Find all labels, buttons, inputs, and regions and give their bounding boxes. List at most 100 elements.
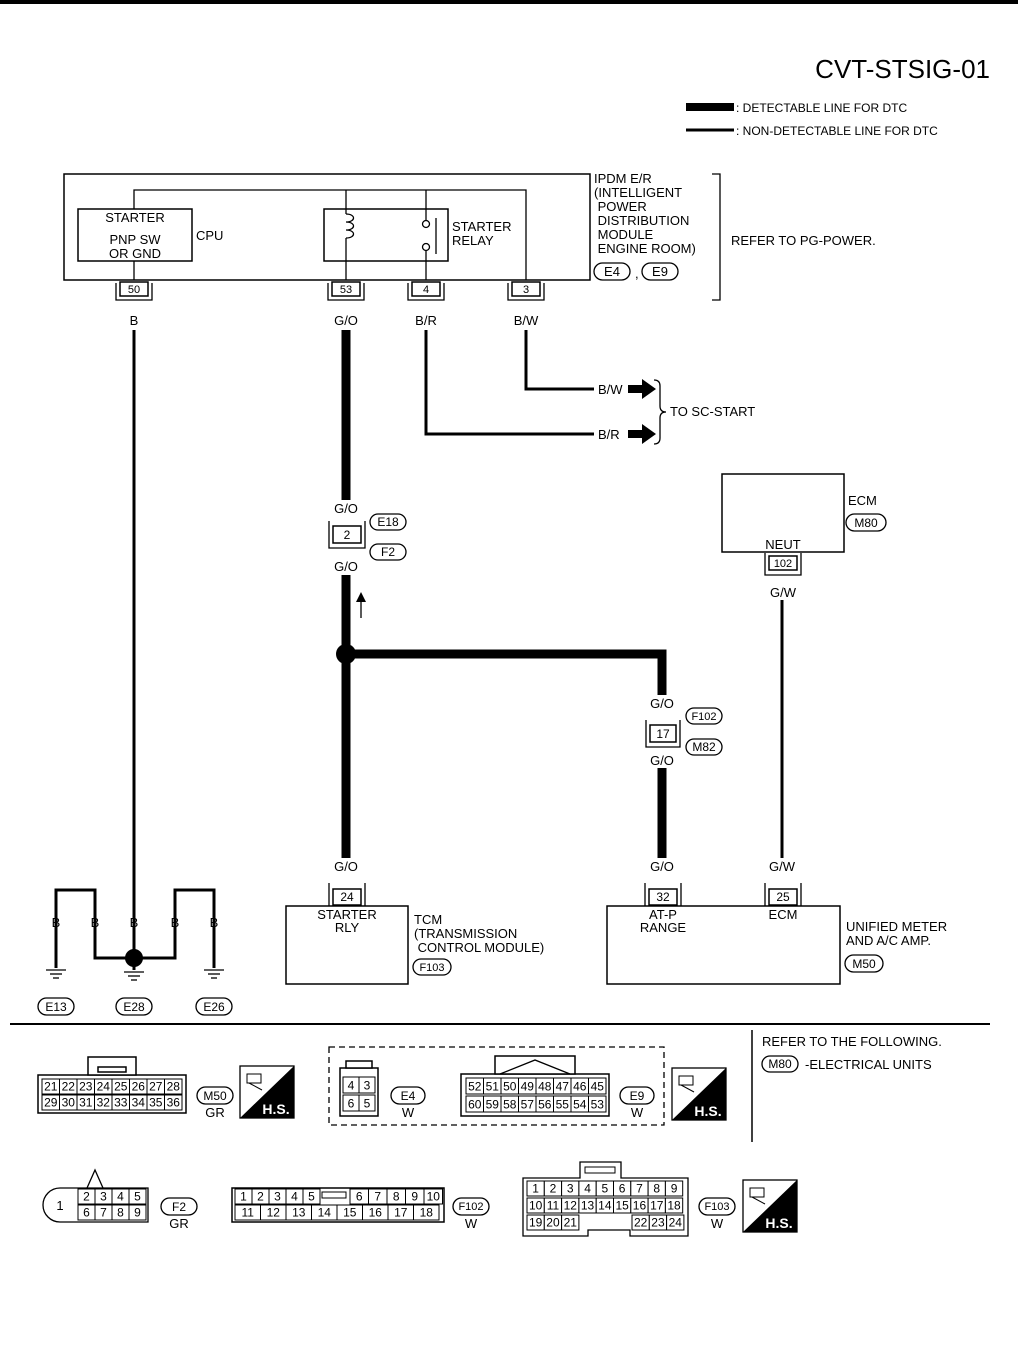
unified-meter-name: AND A/C AMP. xyxy=(846,933,931,948)
pin-4: 4 xyxy=(423,284,429,296)
splice-icon xyxy=(336,644,356,664)
svg-text:ECM: ECM xyxy=(769,907,798,922)
pin-number: 8 xyxy=(117,1206,124,1220)
ipdm-name: DISTRIBUTION xyxy=(594,213,689,228)
hs-icon: H.S. xyxy=(742,1179,798,1233)
svg-text:F102: F102 xyxy=(691,711,716,723)
refer-following: REFER TO THE FOLLOWING. M80 -ELECTRICAL … xyxy=(751,1030,942,1142)
refer-pg-power: REFER TO PG-POWER. xyxy=(731,233,876,248)
starter-relay-label: STARTER xyxy=(452,219,511,234)
pin-cell xyxy=(666,1214,685,1231)
svg-text:G/O: G/O xyxy=(650,696,674,711)
pin-number: 14 xyxy=(598,1199,612,1213)
pin-number: 3 xyxy=(364,1079,371,1093)
svg-text:RLY: RLY xyxy=(335,920,360,935)
ground-icon xyxy=(46,969,66,979)
pin-cell xyxy=(358,1076,376,1094)
svg-text:M80: M80 xyxy=(768,1057,792,1071)
starter-relay-box xyxy=(323,208,449,262)
svg-text:G/O: G/O xyxy=(334,501,358,516)
starter-pnp-text: PNP SW xyxy=(109,232,161,247)
pin-number: 55 xyxy=(556,1098,570,1112)
svg-text:F103: F103 xyxy=(704,1201,729,1213)
pin-number: 20 xyxy=(546,1216,560,1230)
svg-text:E4: E4 xyxy=(401,1089,416,1103)
tcm-name: CONTROL MODULE) xyxy=(414,940,544,955)
connector-tag-e4 xyxy=(390,1086,426,1105)
svg-text:W: W xyxy=(711,1216,724,1231)
sc-start: B/W B/R TO SC-START xyxy=(598,379,755,445)
ipdm-name: IPDM E/R xyxy=(594,171,652,186)
pin-number: 8 xyxy=(393,1190,400,1204)
starter-pnp-text: OR GND xyxy=(109,246,161,261)
pin-number: 13 xyxy=(292,1206,306,1220)
pin-number: 6 xyxy=(348,1097,355,1111)
svg-text:M50: M50 xyxy=(852,957,876,971)
svg-text:-ELECTRICAL UNITS: -ELECTRICAL UNITS xyxy=(805,1057,932,1072)
pin-number: 12 xyxy=(564,1199,578,1213)
pin-number: 4 xyxy=(291,1190,298,1204)
svg-text:H.S.: H.S. xyxy=(694,1103,721,1119)
pin-number: 29 xyxy=(44,1096,58,1110)
legend-non-detectable-text: : NON-DETECTABLE LINE FOR DTC xyxy=(736,124,938,138)
svg-text:B: B xyxy=(171,915,180,930)
svg-text:B: B xyxy=(210,915,219,930)
pin-number: 19 xyxy=(529,1216,543,1230)
pin-number: 2 xyxy=(550,1182,557,1196)
svg-text:F103: F103 xyxy=(419,962,444,974)
wire-color: G/O xyxy=(334,313,358,328)
connector-tag-e28 xyxy=(115,997,153,1016)
dashed-group xyxy=(328,1046,665,1126)
svg-text:102: 102 xyxy=(774,558,792,570)
ipdm-name: (INTELLIGENT xyxy=(594,185,682,200)
connector-tag-f102 xyxy=(685,707,723,725)
pin-cell xyxy=(302,1188,321,1205)
svg-text:GR: GR xyxy=(169,1216,189,1231)
pin-number: 13 xyxy=(581,1199,595,1213)
svg-text:G/O: G/O xyxy=(650,753,674,768)
pin-number: 34 xyxy=(132,1096,146,1110)
pin-number: 21 xyxy=(44,1080,58,1094)
svg-text:STARTER: STARTER xyxy=(317,907,376,922)
pin-cell xyxy=(128,1204,147,1221)
connector-tag-e13 xyxy=(37,997,75,1016)
pin-number: 48 xyxy=(538,1080,552,1094)
ipdm-name: POWER xyxy=(594,199,647,214)
svg-text:M82: M82 xyxy=(692,740,716,754)
wire-go-branch xyxy=(346,649,667,695)
connector-tag-e4 xyxy=(593,262,631,281)
svg-text:GR: GR xyxy=(205,1105,225,1120)
svg-text:E28: E28 xyxy=(123,1000,145,1014)
pin-number: 5 xyxy=(602,1182,609,1196)
pin-number: 52 xyxy=(468,1080,482,1094)
svg-text:E9: E9 xyxy=(630,1089,645,1103)
svg-text:32: 32 xyxy=(656,890,670,904)
tcm-name: TCM xyxy=(414,912,442,927)
connector-tag-m82 xyxy=(685,738,723,756)
pin-cell xyxy=(588,1077,607,1095)
pin-number: 31 xyxy=(79,1096,93,1110)
svg-text:H.S.: H.S. xyxy=(765,1215,792,1231)
pin-number: 12 xyxy=(267,1206,281,1220)
pin-number: 26 xyxy=(132,1080,146,1094)
unified-meter-unit: G/O 32 G/W 25 AT-P RANGE ECM UNIFIED MET… xyxy=(606,859,947,985)
unified-meter-box xyxy=(606,905,841,985)
pin-number: 35 xyxy=(149,1096,163,1110)
pin-number: 59 xyxy=(486,1098,500,1112)
pin-cell xyxy=(413,1204,440,1221)
svg-text:B/W: B/W xyxy=(598,382,623,397)
pin-number: 6 xyxy=(83,1206,90,1220)
pin-number: 7 xyxy=(636,1182,643,1196)
starter-pnp-text: STARTER xyxy=(105,210,164,225)
connector-tag-f2 xyxy=(160,1197,198,1216)
pin-number: 5 xyxy=(364,1097,371,1111)
ground-icon xyxy=(204,969,224,979)
pin-number: 11 xyxy=(242,1206,255,1220)
svg-text:B: B xyxy=(130,915,139,930)
ipdm-bracket xyxy=(712,173,721,301)
hs-icon: H.S. xyxy=(671,1067,727,1121)
